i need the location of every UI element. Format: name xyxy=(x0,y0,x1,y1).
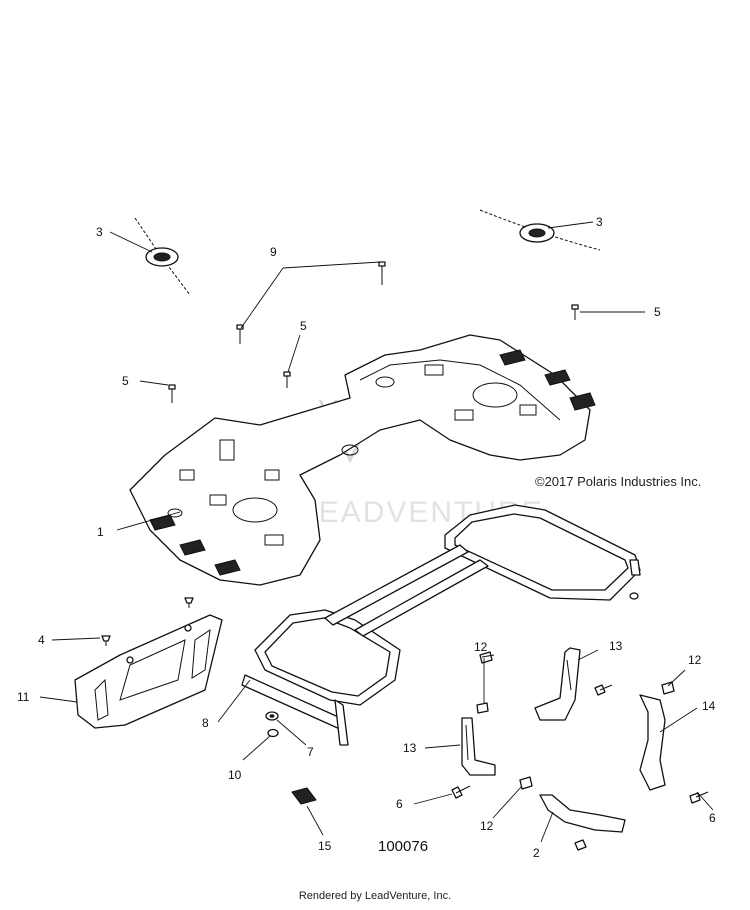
callout-6-right: 6 xyxy=(709,811,716,825)
part-7-washer xyxy=(265,711,279,721)
callout-3-left: 3 xyxy=(96,225,103,239)
callout-12-lower: 12 xyxy=(480,819,494,833)
part-12-clip-d xyxy=(661,681,675,695)
callout-8: 8 xyxy=(202,716,209,730)
callout-4: 4 xyxy=(38,633,45,647)
callout-2: 2 xyxy=(533,846,540,860)
callout-5-center: 5 xyxy=(300,319,307,333)
bolt-mid-upper xyxy=(594,684,613,696)
part-4-push-rivet xyxy=(101,635,111,646)
bolt-5-right xyxy=(571,304,579,320)
part-8-mounting-frame xyxy=(241,504,641,746)
callout-12-upper: 12 xyxy=(474,640,488,654)
copyright-notice: ©2017 Polaris Industries Inc. xyxy=(535,474,701,489)
callout-15: 15 xyxy=(318,839,332,853)
part-12-clip-a xyxy=(479,651,493,664)
callout-9: 9 xyxy=(270,245,277,259)
bolt-5-left xyxy=(168,384,176,403)
part-1-rear-rack xyxy=(129,334,596,586)
part-13-bracket-upper xyxy=(534,647,581,721)
callout-10: 10 xyxy=(228,768,242,782)
part-6-bolt-lower xyxy=(451,785,471,799)
bolt-9-right xyxy=(378,261,386,285)
part-13-bracket-lower xyxy=(461,717,496,776)
bolt-5-center xyxy=(283,371,291,388)
leader-lines xyxy=(39,221,714,843)
callout-13-lower: 13 xyxy=(403,741,417,755)
callout-6-lower: 6 xyxy=(396,797,403,811)
render-footer: Rendered by LeadVenture, Inc. xyxy=(298,890,452,902)
part-10-nut xyxy=(267,728,279,738)
callout-12-right: 12 xyxy=(688,653,702,667)
callout-14: 14 xyxy=(702,699,716,713)
part-11-side-panel xyxy=(74,614,223,729)
part-6-bolt-right xyxy=(689,791,709,804)
callout-7: 7 xyxy=(307,745,314,759)
callout-5-right: 5 xyxy=(654,305,661,319)
callout-13-upper: 13 xyxy=(609,639,623,653)
part-15-pad xyxy=(291,787,317,805)
bolt-mid-lower xyxy=(574,839,587,851)
callout-5-left: 5 xyxy=(122,374,129,388)
figure-number: 100076 xyxy=(378,838,428,855)
callout-labels: 3 3 9 5 5 5 1 4 11 8 7 10 12 13 13 12 14… xyxy=(17,215,716,860)
part-12-clip-b xyxy=(476,702,489,714)
nut-upper-right xyxy=(629,592,639,600)
callout-11: 11 xyxy=(17,690,30,704)
part-3-key-tether-right xyxy=(479,209,601,251)
part-12-clip-c xyxy=(519,776,533,790)
callout-1: 1 xyxy=(97,525,104,539)
part-3-key-tether-left xyxy=(134,217,191,296)
part-2-arm xyxy=(539,794,626,833)
bolt-9-left xyxy=(236,324,244,344)
push-rivet-upper xyxy=(184,597,194,608)
part-14-arm xyxy=(639,694,666,791)
callout-3-right: 3 xyxy=(596,215,603,229)
